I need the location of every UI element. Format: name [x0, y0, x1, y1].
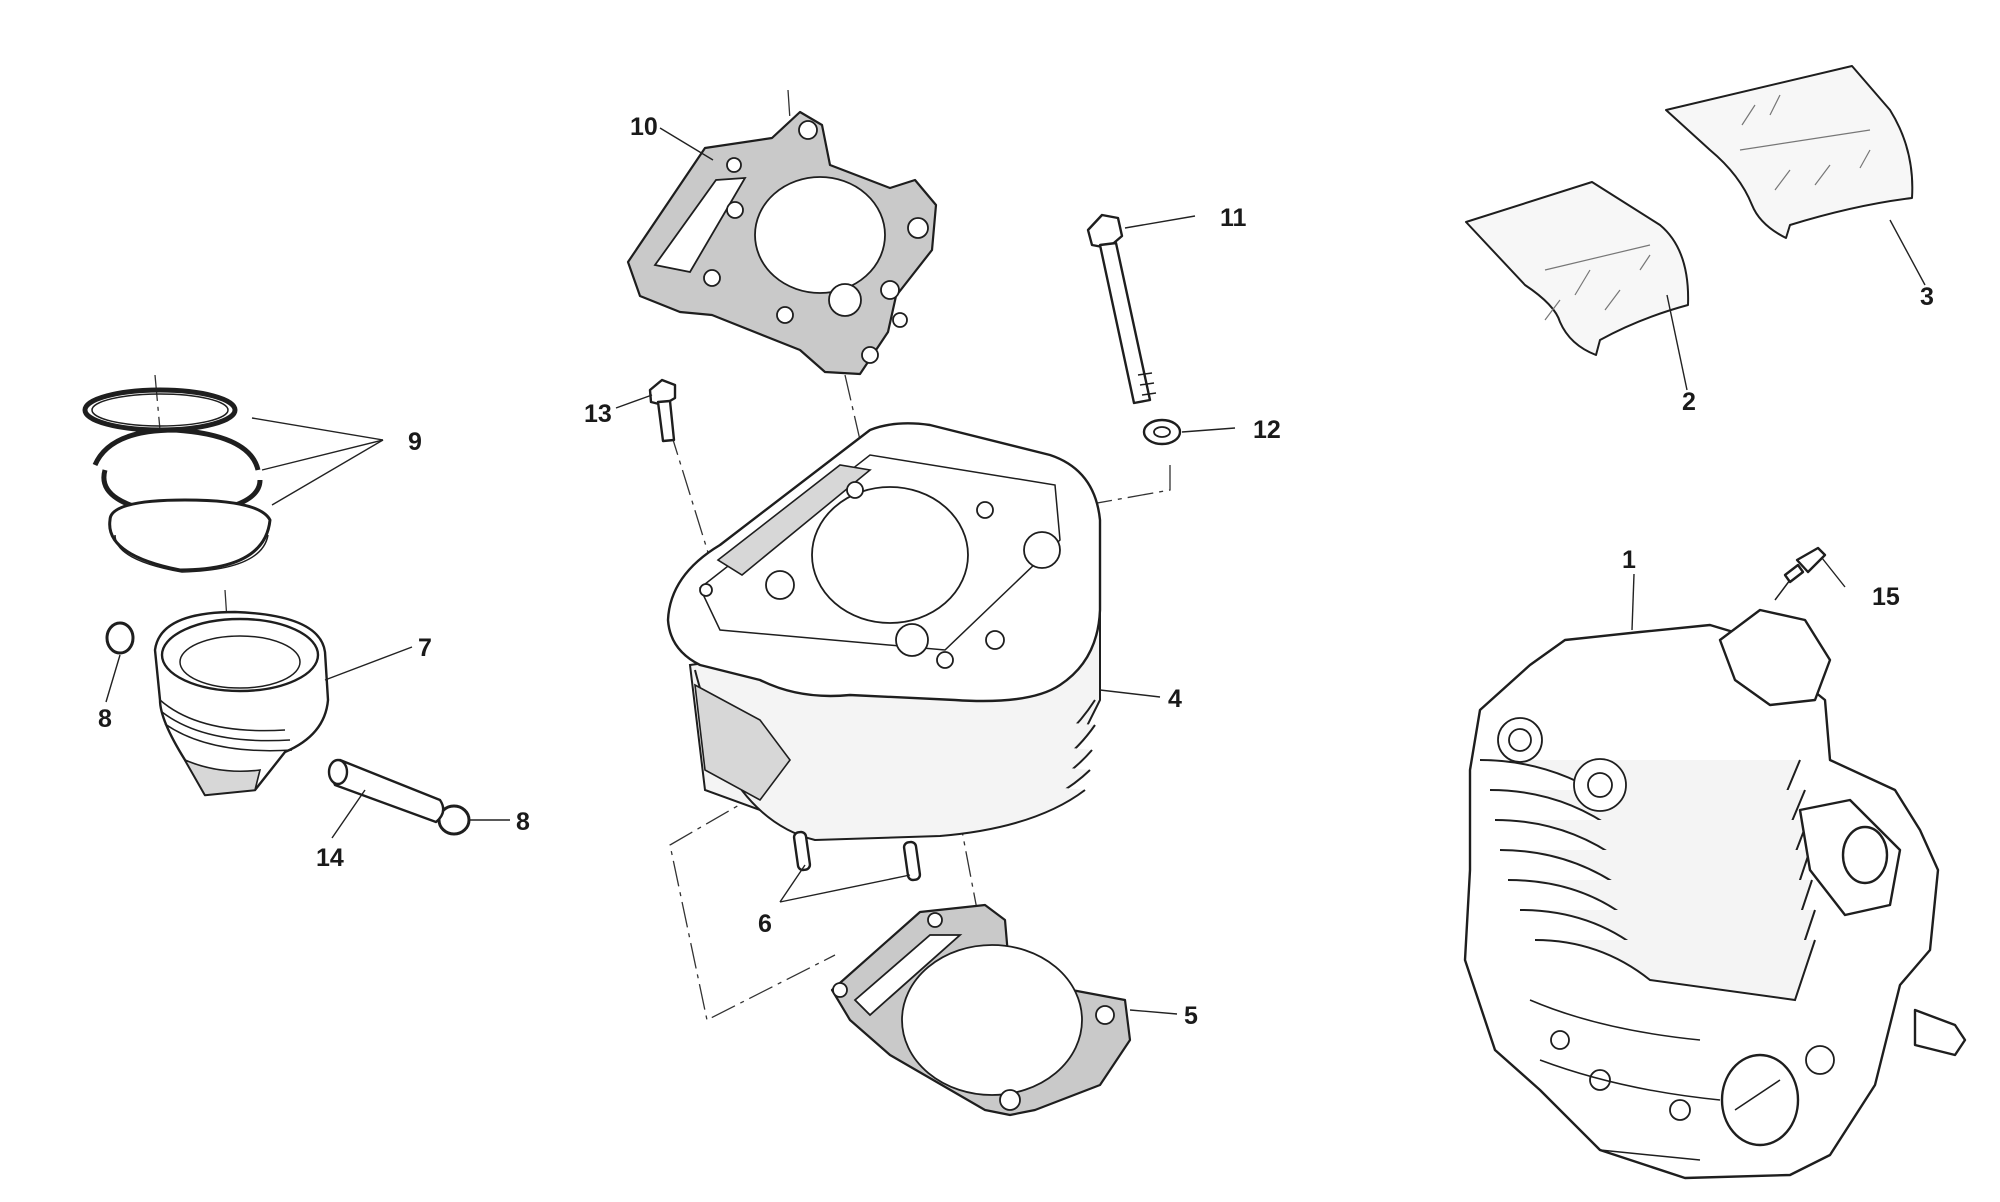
- part-6-dowel-pins: [792, 830, 922, 882]
- callout-10: 10: [630, 113, 658, 141]
- part-10-cylinder-head-gasket: [626, 110, 938, 376]
- callout-12: 12: [1253, 416, 1281, 444]
- part-9-piston-rings: [82, 387, 272, 573]
- callout-14: 14: [316, 844, 344, 872]
- callout-7: 7: [418, 634, 432, 662]
- callout-4: 4: [1168, 685, 1182, 713]
- leader-lines: [105, 127, 1926, 1015]
- part-5-cylinder-base-gasket: [830, 903, 1132, 1117]
- callout-9: 9: [408, 428, 422, 456]
- callout-11: 11: [1220, 204, 1247, 232]
- part-15-sensor: [1774, 546, 1827, 601]
- part-14-piston-pin: [327, 758, 445, 824]
- part-7-piston: [153, 610, 330, 797]
- callout-1: 1: [1622, 546, 1636, 574]
- part-4-cylinder: [666, 422, 1102, 842]
- callout-3: 3: [1920, 283, 1934, 311]
- callout-labels: 1 2 3 4 5 6 7 8 8 9 10 11 12 13 14 15: [98, 113, 1934, 1030]
- part-11-cylinder-bolt: [1086, 213, 1157, 405]
- callout-8-right: 8: [516, 808, 530, 836]
- callout-15: 15: [1872, 583, 1900, 611]
- callout-6: 6: [758, 910, 772, 938]
- callout-13: 13: [584, 400, 612, 428]
- callout-2: 2: [1682, 388, 1696, 416]
- part-1-engine-assembly: [1463, 608, 1967, 1180]
- callout-8-left: 8: [98, 705, 112, 733]
- part-2-bag: [1465, 181, 1690, 356]
- part-8-circlip-left: [105, 621, 135, 655]
- part-3-bag: [1665, 65, 1914, 239]
- part-13-bolt: [648, 378, 677, 443]
- callout-5: 5: [1184, 1002, 1198, 1030]
- part-12-washer: [1142, 418, 1182, 446]
